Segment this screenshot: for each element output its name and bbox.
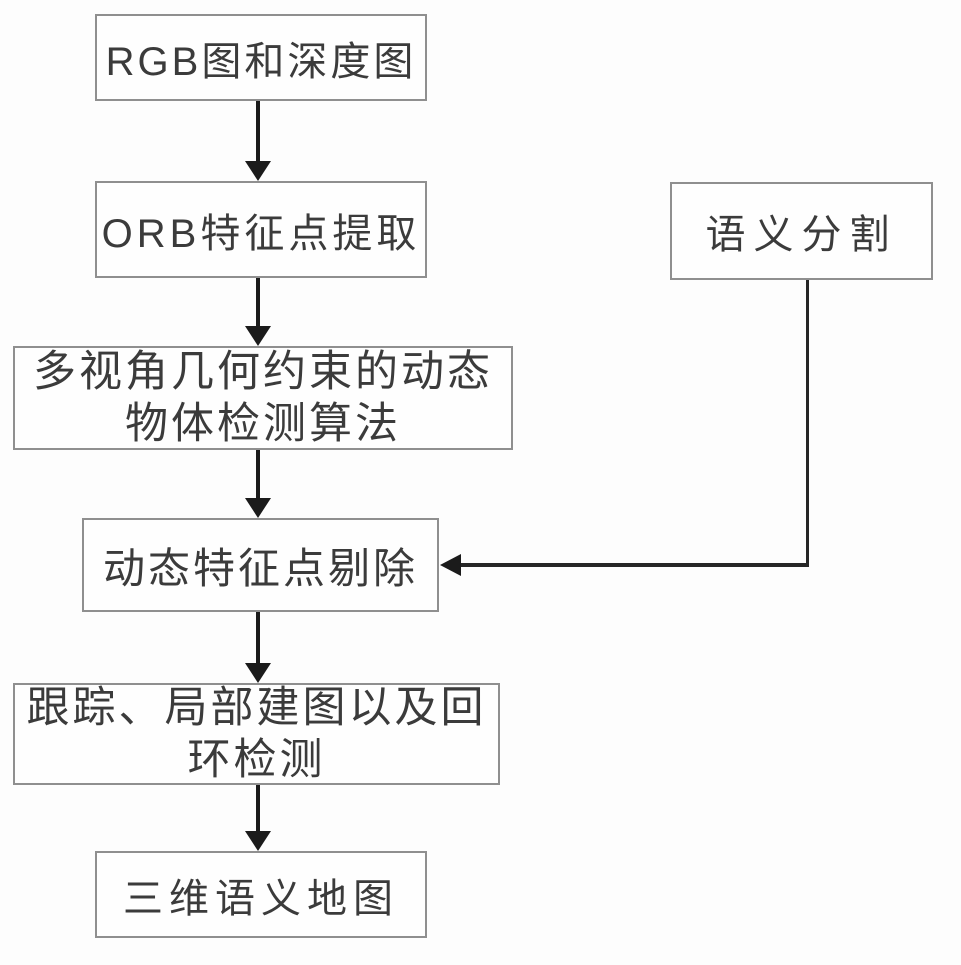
node-label: 跟踪、局部建图以及回 <box>26 684 487 732</box>
node-3d-semantic-map: 三维语义地图 <box>95 851 427 938</box>
node-label: ORB特征点提取 <box>101 211 421 256</box>
node-tracking-mapping-loopclosure: 跟踪、局部建图以及回 环检测 <box>13 683 500 785</box>
node-semantic-segmentation: 语义分割 <box>670 182 933 280</box>
arrow-shaft <box>256 278 260 328</box>
node-label: 物体检测算法 <box>125 400 401 448</box>
arrowhead-down-icon <box>245 326 271 346</box>
node-orb-feature-extraction: ORB特征点提取 <box>95 181 427 278</box>
node-dynamic-feature-removal: 动态特征点剔除 <box>82 518 439 612</box>
arrow-orb-to-multiview <box>245 278 271 346</box>
node-label: RGB图和深度图 <box>105 39 417 84</box>
connector-segmentation-vertical <box>806 280 809 565</box>
node-rgb-depth-input: RGB图和深度图 <box>95 14 427 101</box>
node-multiview-dynamic-detection: 多视角几何约束的动态 物体检测算法 <box>13 346 513 450</box>
node-label: 多视角几何约束的动态 <box>33 348 493 396</box>
arrow-tracking-to-map <box>245 785 271 851</box>
arrow-shaft <box>256 612 260 665</box>
node-label: 动态特征点剔除 <box>102 544 418 592</box>
arrow-shaft <box>256 785 260 833</box>
arrowhead-down-icon <box>245 498 271 518</box>
arrowhead-down-icon <box>245 161 271 181</box>
arrowhead-left-icon <box>440 554 461 576</box>
arrow-shaft <box>256 450 260 500</box>
node-label: 语义分割 <box>705 213 898 257</box>
node-label: 三维语义地图 <box>123 876 399 921</box>
connector-segmentation-horizontal <box>461 563 809 567</box>
arrowhead-down-icon <box>245 831 271 851</box>
arrow-rgb-to-orb <box>245 101 271 181</box>
arrow-shaft <box>256 101 260 163</box>
node-label: 环检测 <box>187 736 326 784</box>
arrowhead-down-icon <box>245 663 271 683</box>
arrow-removal-to-tracking <box>245 612 271 683</box>
arrow-multiview-to-removal <box>245 450 271 518</box>
